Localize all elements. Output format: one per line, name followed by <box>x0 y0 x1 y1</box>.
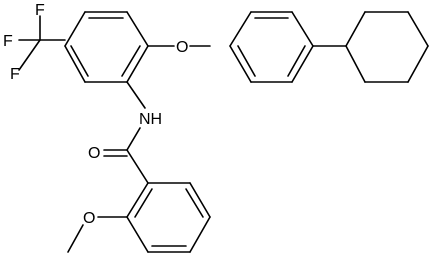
carbonyl-oxygen-label: O <box>88 145 100 162</box>
cyclohexyl-ring <box>312 11 429 83</box>
phenylene-ring <box>229 11 314 83</box>
amide-linkage <box>103 81 149 184</box>
benzoyl-ring <box>126 182 211 253</box>
methoxy-oxygen-label: O <box>83 210 95 227</box>
central-benzene-ring <box>64 11 149 83</box>
fluorine-label-3: F <box>10 66 20 83</box>
amide-nitrogen-label: NH <box>139 111 162 128</box>
bond-c-f3 <box>18 39 41 71</box>
fluorine-label-1: F <box>35 2 45 19</box>
fluorine-label-2: F <box>3 33 13 50</box>
methoxy-group <box>67 216 128 253</box>
ether-oxygen-label: O <box>176 39 188 56</box>
trifluoromethyl-group <box>18 15 66 71</box>
